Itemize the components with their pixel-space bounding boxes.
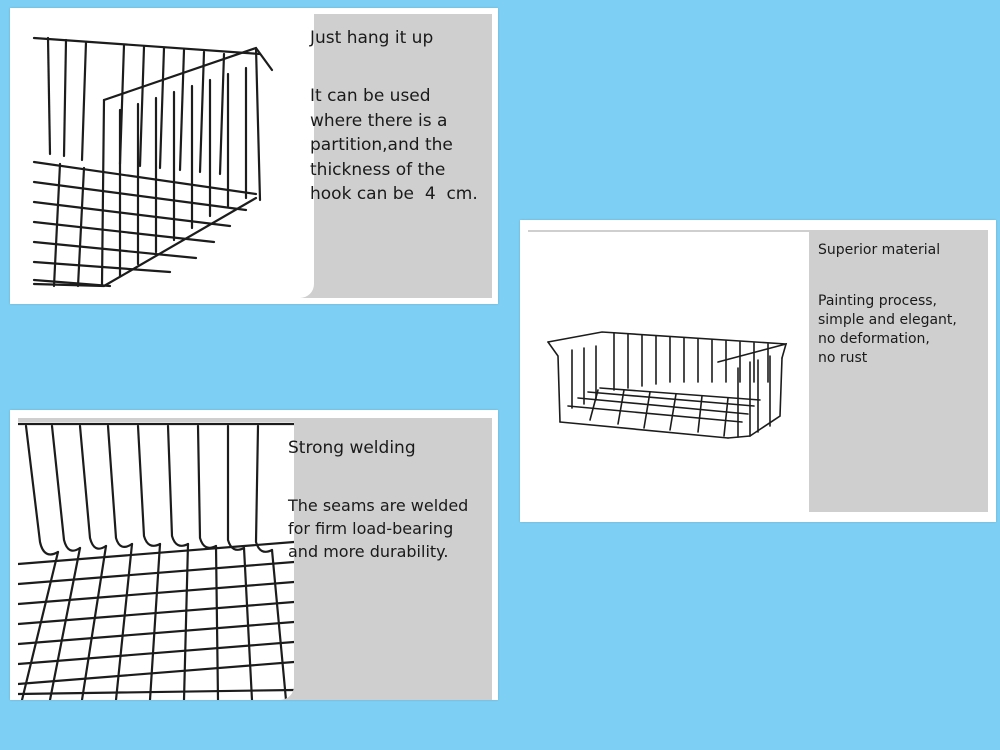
desc-line: It can be used — [310, 86, 431, 106]
desc-line: Painting process, — [818, 293, 937, 309]
desc-line: thickness of the — [310, 159, 446, 180]
card-heading: Superior material — [818, 242, 941, 258]
card-heading: Strong welding — [288, 438, 416, 458]
card-description: The seams are welded for firm load-beari… — [288, 494, 498, 563]
weld-closeup-image — [18, 422, 294, 700]
desc-line: partition,and the — [310, 135, 453, 155]
desc-line: and more durability. — [288, 542, 449, 561]
feature-card-hang: Just hang it up It can be used where the… — [10, 8, 498, 304]
desc-line: The seams are welded — [288, 496, 469, 515]
desc-line: hook can be 4 cm. — [310, 184, 478, 204]
wire-basket-weld-illustration — [18, 422, 294, 700]
desc-line: where there is a — [310, 110, 448, 131]
card-heading: Just hang it up — [310, 28, 434, 48]
card-description: Painting process, simple and elegant, no… — [818, 292, 988, 368]
card-description: It can be used where there is a partitio… — [310, 84, 495, 207]
feature-card-welding: Strong welding The seams are welded for … — [10, 410, 498, 700]
desc-line: for firm load-bearing — [288, 519, 454, 538]
card-text-block: Just hang it up It can be used where the… — [310, 28, 495, 207]
feature-card-material: Superior material Painting process, simp… — [520, 220, 996, 522]
desc-line: no rust — [818, 350, 868, 366]
card-text-block: Superior material Painting process, simp… — [818, 242, 988, 368]
desc-line: no deformation, — [818, 331, 930, 347]
wire-basket-illustration — [547, 331, 788, 439]
desc-line: simple and elegant, — [818, 312, 957, 328]
wire-basket-hook-illustration — [32, 36, 274, 288]
hook-closeup-image — [20, 14, 314, 298]
card-text-block: Strong welding The seams are welded for … — [288, 438, 498, 563]
basket-full-image — [528, 232, 809, 512]
